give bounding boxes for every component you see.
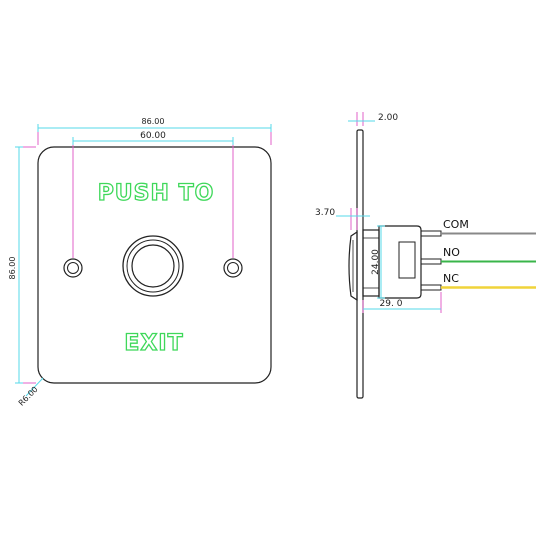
push-button: [122, 235, 184, 297]
hole-spacing-dimension: 60.00: [72, 131, 234, 145]
corner-radius-dim-label: R6.00: [17, 385, 40, 408]
side-view: COM NO NC 2.00 3.70 24.00: [315, 112, 536, 399]
body-diameter-dim-label: 24.00: [371, 249, 381, 275]
side-plate: [356, 129, 364, 399]
right-mounting-hole: [223, 258, 243, 278]
side-body-housing: [378, 225, 422, 299]
corner-radius-dimension: R6.00: [17, 377, 44, 408]
plate-text-push-to: PUSH TO: [98, 181, 215, 206]
width-dimension: 86.00: [37, 117, 272, 132]
hole-spacing-dim-label: 60.00: [140, 131, 166, 141]
front-view: PUSH TO EXIT 86.00 60.00 86.00: [8, 117, 272, 408]
body-diameter-dimension: 24.00: [371, 225, 385, 299]
left-mounting-hole: [63, 258, 83, 278]
plate-thickness-dim-label: 2.00: [378, 113, 398, 123]
terminal-com: [420, 230, 442, 237]
wire-label-com: COM: [443, 218, 469, 231]
wire-label-nc: NC: [443, 272, 459, 285]
plate-text-exit: EXIT: [124, 331, 183, 356]
height-dim-label: 86.00: [8, 257, 17, 280]
terminal-no: [420, 258, 442, 265]
cap-height-dimension: 3.70: [315, 208, 370, 230]
height-dimension: 86.00: [8, 146, 23, 384]
side-button-cap: [348, 230, 358, 302]
terminal-nc: [420, 284, 442, 291]
width-dim-label: 86.00: [142, 117, 165, 126]
plate-thickness-dimension: 2.00: [348, 112, 398, 126]
plate-outline: [37, 146, 272, 384]
cap-height-dim-label: 3.70: [315, 208, 335, 218]
depth-dimension: 29. 0: [362, 292, 442, 313]
side-body-window: [398, 241, 416, 279]
wire-label-no: NO: [443, 246, 460, 259]
depth-dim-label: 29. 0: [380, 299, 403, 309]
